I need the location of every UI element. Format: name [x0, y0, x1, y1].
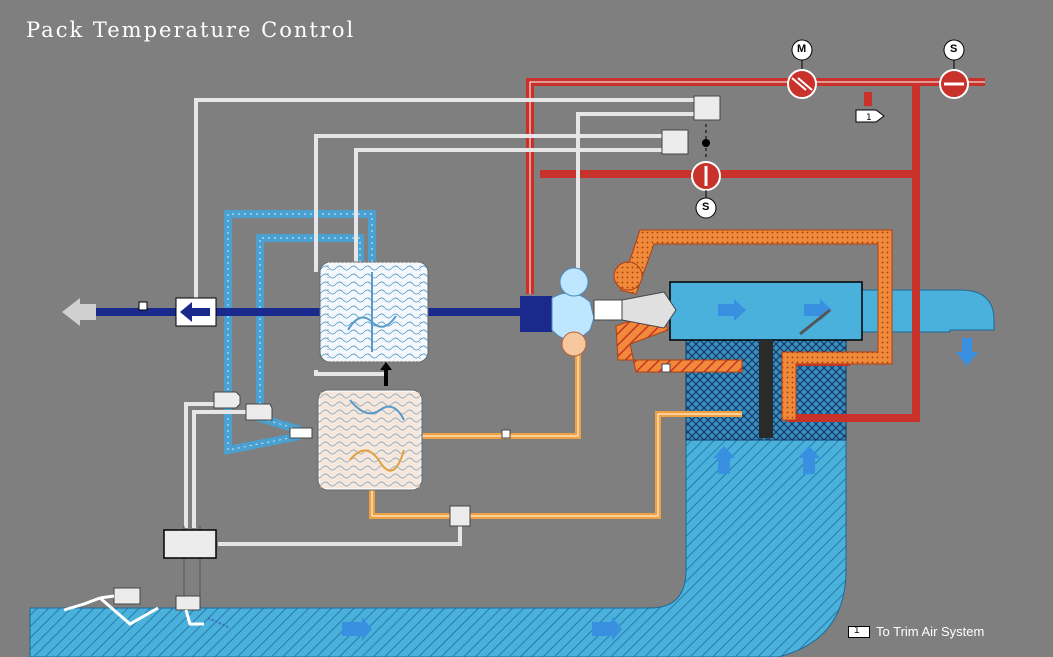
page-title: Pack Temperature Control	[26, 18, 356, 42]
compressor-inlet-block	[520, 296, 552, 332]
turbine-inlet-scroll	[613, 261, 643, 291]
controller-box-top	[693, 95, 721, 121]
outlet-down-arrow	[956, 338, 978, 366]
hx-connect-arrow	[380, 362, 392, 386]
acm-shaft	[593, 299, 623, 321]
controller-box-mid	[661, 129, 689, 155]
cold-air-outlet-arrow	[62, 298, 96, 326]
svg-text:1: 1	[866, 113, 872, 123]
modulating-valve-top	[787, 39, 817, 99]
legend: 1 To Trim Air System	[848, 624, 984, 639]
ram-air-inlet-duct	[29, 439, 847, 657]
ram-air-inlet-door-actuator	[63, 587, 231, 629]
sensor-box-1	[213, 391, 241, 409]
trim-air-note-flag: 1	[855, 109, 885, 123]
turbine-wheel	[621, 291, 677, 329]
legend-flag: 1	[848, 625, 870, 638]
shutoff-valve-mid	[691, 161, 721, 219]
mod-valve-top-label: M	[797, 43, 807, 55]
shutoff-valve-mid-label: S	[702, 201, 710, 213]
secondary-heat-exchanger	[317, 389, 423, 491]
warm-air-fitting	[501, 429, 511, 439]
fan-shaft-support	[759, 340, 773, 438]
shutoff-valve-top	[939, 39, 969, 99]
control-junction	[702, 139, 710, 147]
sensor-box-2	[245, 403, 273, 421]
warm-air-sensor-box	[449, 505, 471, 527]
ram-air-door	[799, 308, 831, 336]
turbine-fitting	[661, 363, 671, 373]
primary-heat-exchanger	[319, 261, 429, 363]
compressor-scroll-bottom	[561, 331, 587, 357]
pack-controller	[163, 529, 217, 559]
temperature-probe	[138, 301, 148, 311]
turbine-bypass-duct	[619, 229, 893, 421]
fan-flow-arrow-1	[718, 299, 746, 321]
compressor-scroll-top	[559, 267, 589, 297]
fan-housing	[669, 281, 863, 341]
ram-air-flow-arrows	[342, 446, 820, 641]
shutoff-valve-top-label: S	[950, 43, 958, 55]
sense-lines	[184, 98, 696, 546]
sensor-arrow	[180, 302, 210, 322]
legend-text: To Trim Air System	[876, 624, 985, 639]
extractor-valve	[289, 427, 313, 439]
